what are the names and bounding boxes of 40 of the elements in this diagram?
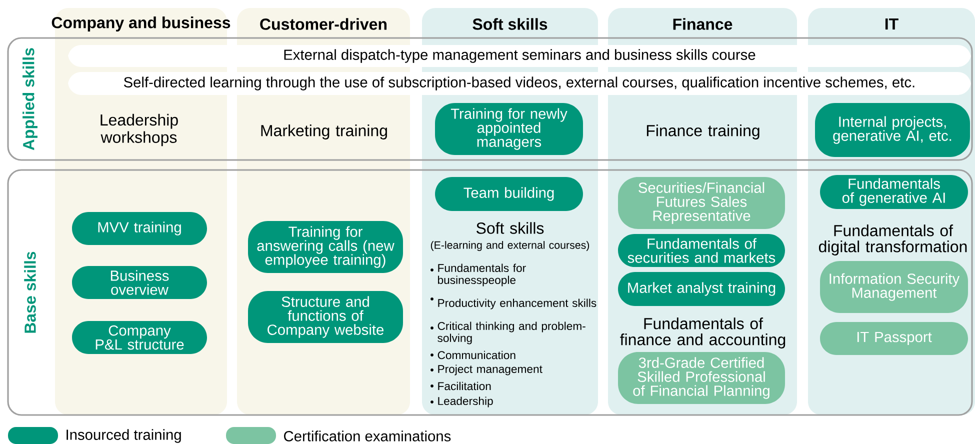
group-subheading: (E-learning and external courses) <box>430 241 590 251</box>
training-pill: Securities/Financial Futures Sales Representative <box>618 177 785 229</box>
training-pill: MVV training <box>72 212 207 245</box>
row-heading: Base skills <box>24 252 36 333</box>
group-heading: Fundamentals of finance and accounting <box>620 318 786 348</box>
training-pill: Business overview <box>72 266 207 299</box>
training-pill: Internal projects, generative AI, etc. <box>815 103 970 157</box>
legend-label: Insourced training <box>66 429 181 443</box>
training-pill: Information Security Management <box>820 261 968 313</box>
training-pill: IT Passport <box>820 322 968 355</box>
training-pill: Company P&L structure <box>72 321 207 354</box>
training-label: Leadership workshops <box>100 114 178 146</box>
banner-bar: External dispatch-type management seminars and business skills course <box>68 45 971 67</box>
column-heading: Finance <box>673 18 732 30</box>
training-pill: Training for answering calls (new employee training) <box>248 221 403 273</box>
bullet-item: Leadership <box>430 396 493 408</box>
training-label: Marketing training <box>261 124 387 140</box>
banner-bar: Self-directed learning through the use of subscription-based videos, external courses, qualification incentive schemes, etc. <box>68 72 971 95</box>
training-pill: Structure and functions of Company website <box>248 291 403 343</box>
bullet-item: Critical thinking and problem-solving <box>430 322 586 344</box>
column-heading: Customer-driven <box>260 18 387 30</box>
row-heading: Applied skills <box>22 48 38 150</box>
group-heading: Soft skills <box>476 222 544 234</box>
column-heading: IT <box>885 18 898 30</box>
training-pill: Fundamentals of securities and markets <box>618 234 785 267</box>
training-pill: Training for newly appointed managers <box>435 103 583 155</box>
training-pill: Team building <box>435 177 583 211</box>
training-pill: Market analyst training <box>618 272 785 306</box>
training-pill: 3rd-Grade Certified Skilled Professional of Financial Planning <box>618 352 785 404</box>
bullet-item: Productivity enhancement skills <box>430 298 596 310</box>
training-label: Finance training <box>646 124 760 140</box>
bullet-item: Project management <box>430 364 542 376</box>
bullet-item: Fundamentals for businesspeople <box>430 264 526 286</box>
training-pill: Fundamentals of generative AI <box>820 175 968 209</box>
column-heading: Soft skills <box>472 18 548 30</box>
group-heading: Fundamentals of digital transformation <box>818 224 967 256</box>
column-heading: Company and business <box>52 16 230 32</box>
legend-label: Certification examinations <box>284 430 451 442</box>
bullet-item: Facilitation <box>430 382 491 390</box>
bullet-item: Communication <box>430 350 516 360</box>
